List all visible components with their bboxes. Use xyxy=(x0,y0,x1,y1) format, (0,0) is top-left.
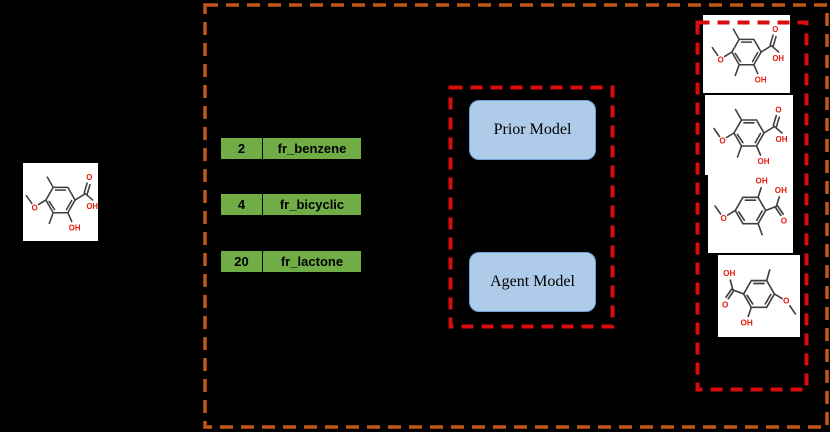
molecule-structure-icon xyxy=(703,15,790,93)
generated-molecule-image xyxy=(703,15,790,93)
generated-molecule-image xyxy=(708,172,793,253)
agent-model-box: Agent Model xyxy=(469,252,596,312)
molecule-structure-icon xyxy=(705,95,793,175)
prior-model-label: Prior Model xyxy=(493,121,572,138)
molecule-structure-icon xyxy=(23,163,98,241)
descriptor-count: 20 xyxy=(220,250,263,273)
descriptor-name: fr_bicyclic xyxy=(263,193,362,216)
table-row: 20 fr_lactone xyxy=(220,250,362,273)
descriptor-count: 4 xyxy=(220,193,263,216)
table-row: 4 fr_bicyclic xyxy=(220,193,362,216)
table-row: 2 fr_benzene xyxy=(220,137,362,160)
prior-model-box: Prior Model xyxy=(469,100,596,160)
descriptor-name: fr_benzene xyxy=(263,137,362,160)
generated-molecule-image xyxy=(705,95,793,175)
descriptor-name: fr_lactone xyxy=(263,250,362,273)
agent-model-label: Agent Model xyxy=(490,273,575,290)
input-molecule-image xyxy=(23,163,98,241)
generated-molecule-image xyxy=(718,255,800,337)
descriptor-count: 2 xyxy=(220,137,263,160)
molecule-structure-icon xyxy=(718,255,800,337)
molecule-structure-icon xyxy=(708,172,793,253)
